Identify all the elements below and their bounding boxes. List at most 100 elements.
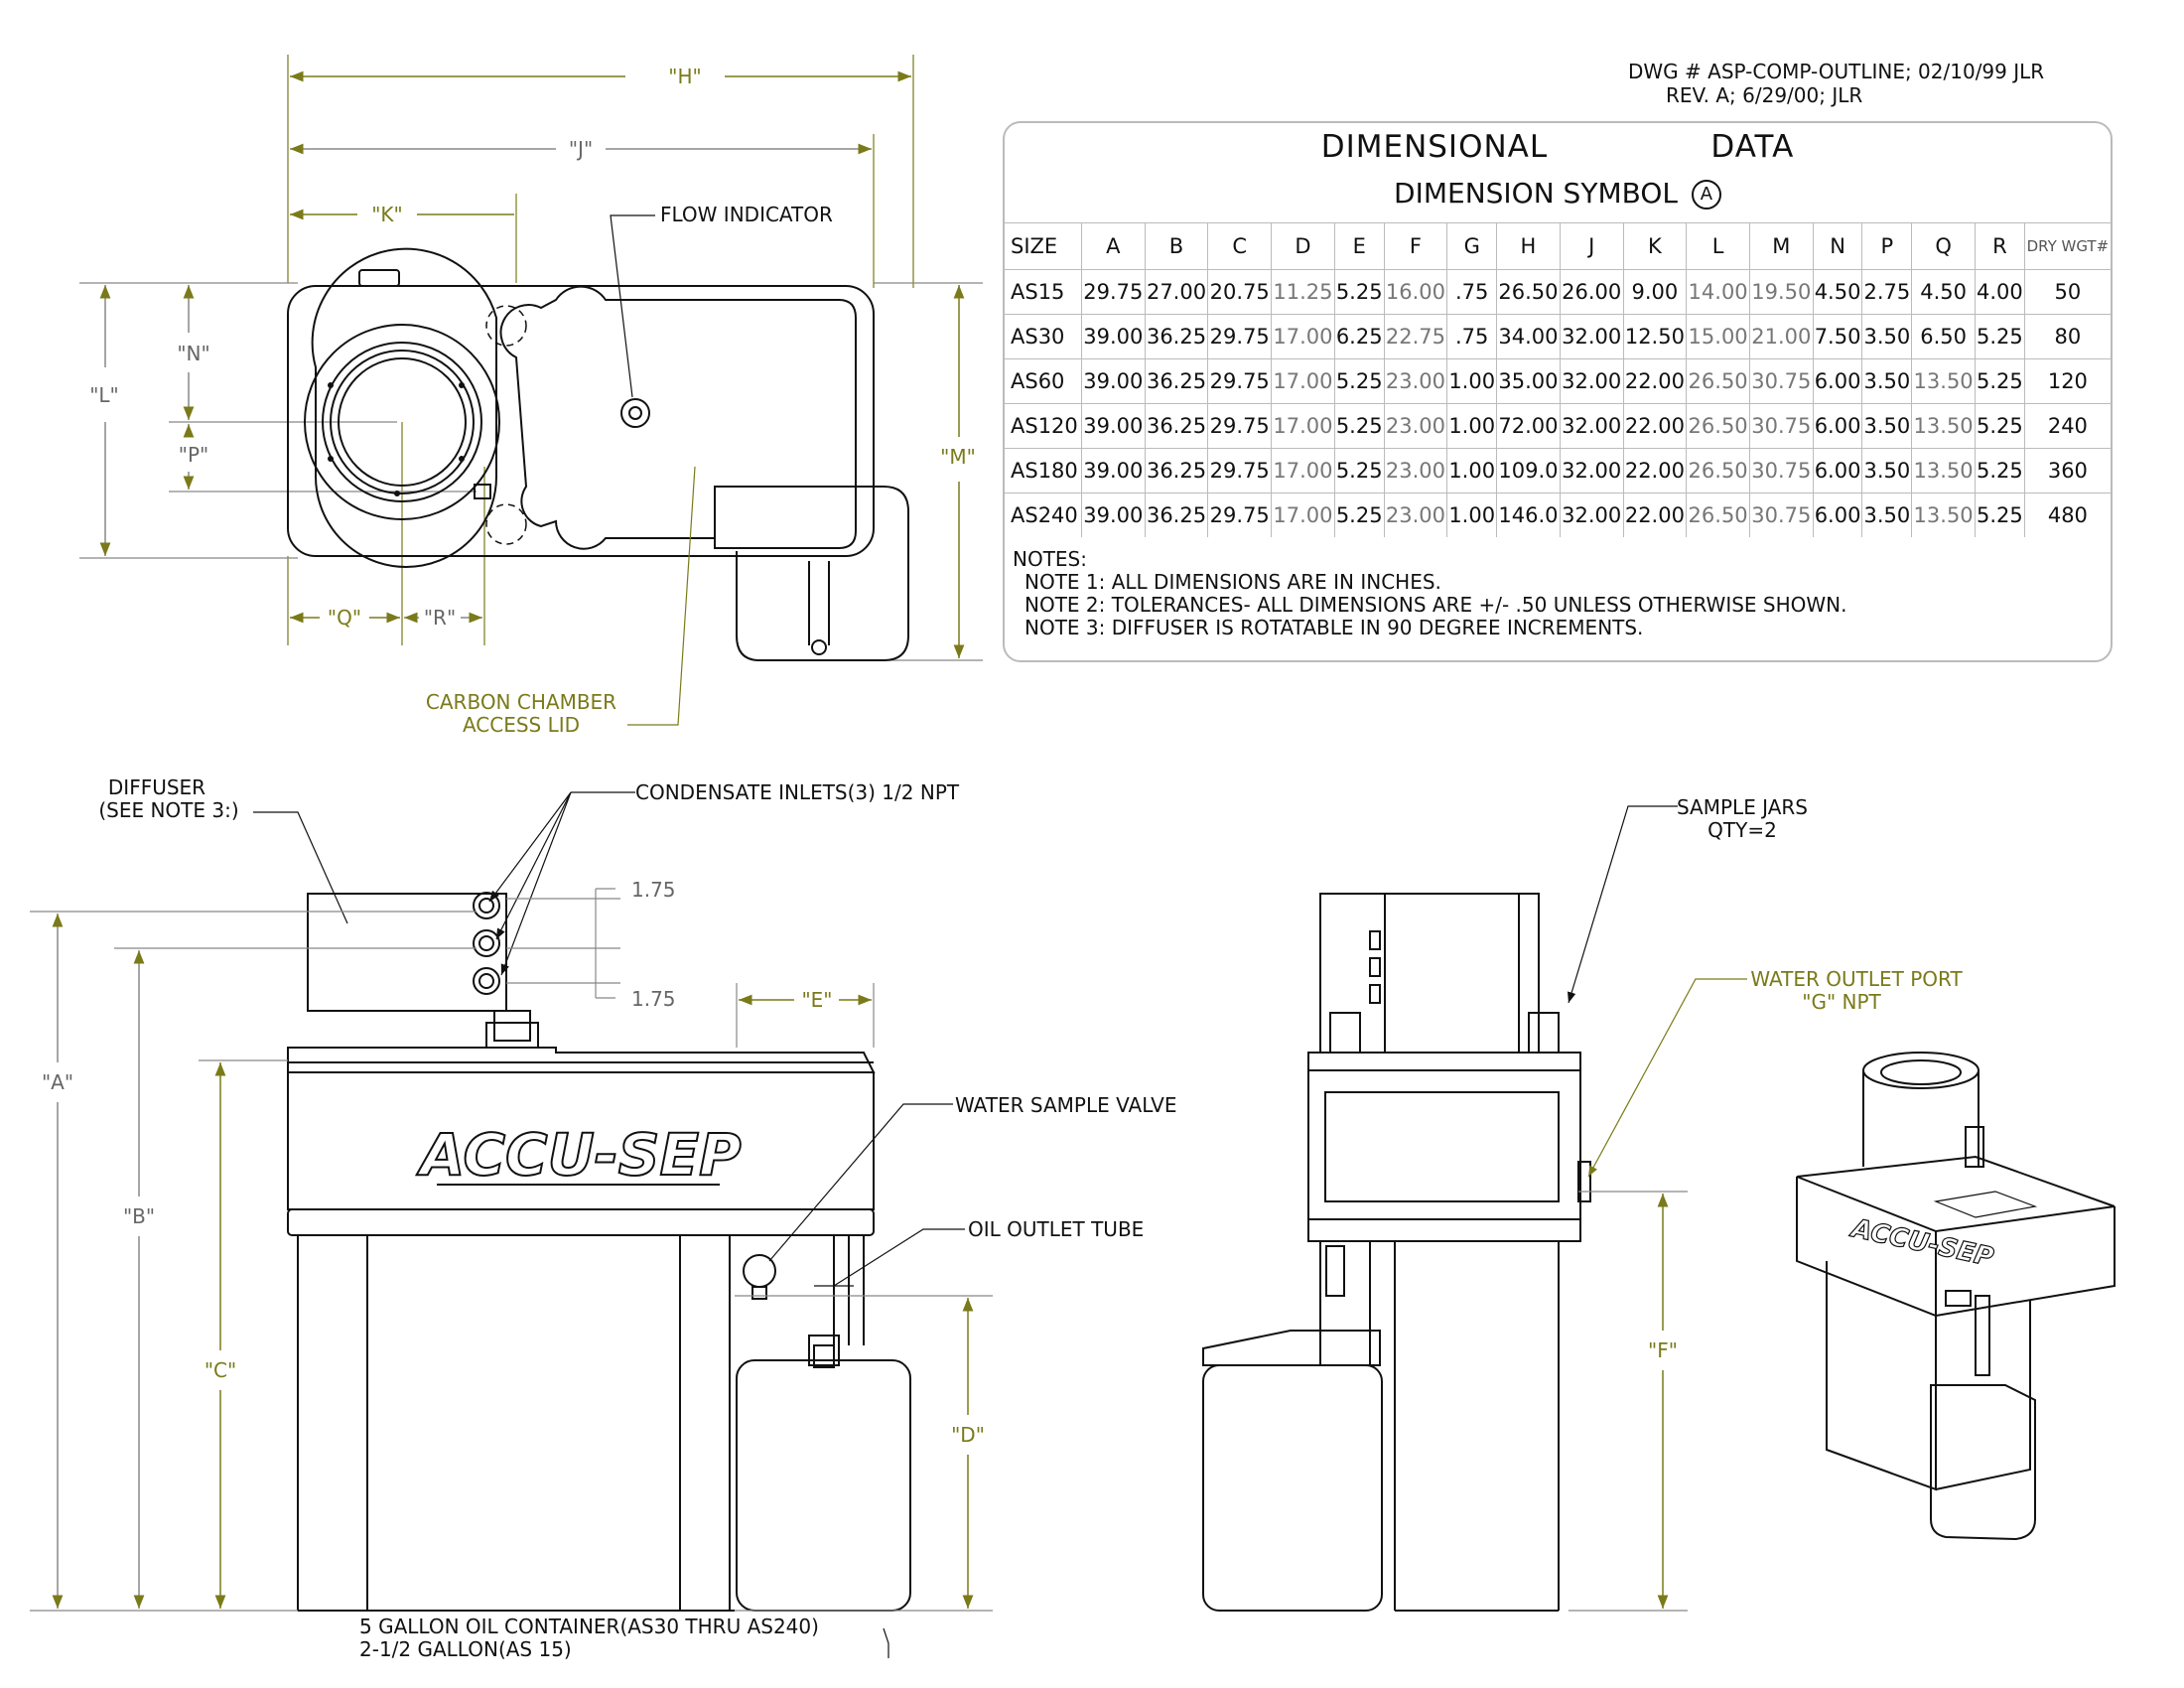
water-outlet-npt-label: "G" NPT bbox=[1802, 990, 1881, 1014]
table-cell: 26.50 bbox=[1686, 358, 1750, 404]
table-cell: 39.00 bbox=[1080, 403, 1146, 449]
table-cell: 39.00 bbox=[1080, 448, 1146, 493]
table-cell: 22.00 bbox=[1622, 403, 1687, 449]
table-cell: 32.00 bbox=[1559, 448, 1624, 493]
dim-n-label: "N" bbox=[177, 342, 209, 365]
table-cell: 4.00 bbox=[1974, 269, 2025, 315]
column-header: R bbox=[1974, 222, 2025, 270]
table-cell: 5.25 bbox=[1333, 448, 1385, 493]
table-cell: 32.00 bbox=[1559, 314, 1624, 359]
table-cell: 29.75 bbox=[1207, 314, 1272, 359]
isometric-view bbox=[1796, 1052, 2116, 1541]
sample-jars-qty-label: QTY=2 bbox=[1707, 818, 1777, 842]
column-header: L bbox=[1686, 222, 1750, 270]
column-header: J bbox=[1559, 222, 1624, 270]
container-label-line2: 2-1/2 GALLON(AS 15) bbox=[359, 1637, 572, 1661]
top-view bbox=[79, 55, 983, 726]
table-cell: 29.75 bbox=[1207, 492, 1272, 537]
table-cell: 19.50 bbox=[1748, 269, 1814, 315]
table-cell: 22.00 bbox=[1622, 358, 1687, 404]
table-cell: 36.25 bbox=[1144, 358, 1208, 404]
table-cell: 3.50 bbox=[1861, 492, 1912, 537]
table-cell: 23.00 bbox=[1383, 403, 1447, 449]
table-cell: 23.00 bbox=[1383, 492, 1447, 537]
spacing-bottom-label: 1.75 bbox=[631, 987, 676, 1011]
table-cell: 22.00 bbox=[1622, 448, 1687, 493]
side-view bbox=[1202, 805, 1747, 1612]
table-cell: 5.25 bbox=[1974, 358, 2025, 404]
title-block: DWG # ASP-COMP-OUTLINE; 02/10/99 JLR REV… bbox=[1628, 60, 2044, 107]
dim-p-label: "P" bbox=[179, 443, 208, 467]
table-cell: 5.25 bbox=[1974, 314, 2025, 359]
drawing-number: DWG # ASP-COMP-OUTLINE; 02/10/99 JLR bbox=[1628, 60, 2045, 83]
table-cell: 5.25 bbox=[1333, 403, 1385, 449]
column-header: DRY WGT# bbox=[2023, 222, 2111, 270]
diffuser-label: DIFFUSER bbox=[108, 775, 205, 799]
table-cell: 30.75 bbox=[1748, 448, 1814, 493]
table-cell: AS15 bbox=[1005, 269, 1082, 315]
condensate-inlets-label: CONDENSATE INLETS(3) 1/2 NPT bbox=[635, 780, 960, 804]
table-cell: 26.50 bbox=[1686, 403, 1750, 449]
revision-line: REV. A; 6/29/00; JLR bbox=[1666, 83, 1863, 107]
table-cell: 15.00 bbox=[1686, 314, 1750, 359]
table-cell: 4.50 bbox=[1812, 269, 1862, 315]
table-cell: AS60 bbox=[1005, 358, 1082, 404]
table-cell: 146.0 bbox=[1496, 492, 1561, 537]
table-cell: 1.00 bbox=[1446, 403, 1497, 449]
table-cell: 2.75 bbox=[1861, 269, 1912, 315]
table-cell: 16.00 bbox=[1383, 269, 1447, 315]
table-cell: 13.50 bbox=[1911, 358, 1976, 404]
table-cell: 20.75 bbox=[1207, 269, 1272, 315]
column-header: H bbox=[1496, 222, 1561, 270]
dim-m-label: "M" bbox=[940, 445, 976, 469]
water-sample-valve-label: WATER SAMPLE VALVE bbox=[955, 1093, 1176, 1117]
note-3: NOTE 3: DIFFUSER IS ROTATABLE IN 90 DEGR… bbox=[1024, 616, 1644, 639]
oil-outlet-tube-label: OIL OUTLET TUBE bbox=[968, 1217, 1144, 1241]
column-header: G bbox=[1446, 222, 1497, 270]
notes-block: NOTES: NOTE 1: ALL DIMENSIONS ARE IN INC… bbox=[1013, 548, 1847, 639]
table-cell: 109.0 bbox=[1496, 448, 1561, 493]
table-cell: 29.75 bbox=[1207, 403, 1272, 449]
dim-a-label: "A" bbox=[42, 1070, 73, 1094]
table-cell: AS120 bbox=[1005, 403, 1082, 449]
table-cell: 6.00 bbox=[1812, 358, 1862, 404]
water-outlet-port-label: WATER OUTLET PORT bbox=[1750, 967, 1963, 991]
column-header: K bbox=[1622, 222, 1687, 270]
table-cell: AS240 bbox=[1005, 492, 1082, 537]
sample-jars-label: SAMPLE JARS bbox=[1677, 795, 1808, 819]
dimension-symbol-circle: A bbox=[1691, 180, 1721, 210]
table-cell: 29.75 bbox=[1080, 269, 1146, 315]
table-cell: 21.00 bbox=[1748, 314, 1814, 359]
access-lid-label: ACCESS LID bbox=[463, 713, 580, 737]
dim-l-label: "L" bbox=[89, 383, 119, 407]
column-header: M bbox=[1748, 222, 1814, 270]
table-cell: 29.75 bbox=[1207, 448, 1272, 493]
table-cell: AS180 bbox=[1005, 448, 1082, 493]
table-cell: 5.25 bbox=[1333, 358, 1385, 404]
table-cell: 34.00 bbox=[1496, 314, 1561, 359]
dim-h-label: "H" bbox=[668, 65, 701, 88]
table-cell: 36.25 bbox=[1144, 492, 1208, 537]
flow-indicator-label: FLOW INDICATOR bbox=[660, 203, 833, 226]
dim-k-label: "K" bbox=[371, 203, 403, 226]
table-cell: 3.50 bbox=[1861, 403, 1912, 449]
table-cell: 36.25 bbox=[1144, 403, 1208, 449]
notes-heading: NOTES: bbox=[1013, 547, 1087, 571]
column-header: P bbox=[1861, 222, 1912, 270]
table-cell: 26.00 bbox=[1559, 269, 1624, 315]
table-cell: 1.00 bbox=[1446, 448, 1497, 493]
table-cell: 3.50 bbox=[1861, 314, 1912, 359]
table-cell: 3.50 bbox=[1861, 358, 1912, 404]
table-cell: AS30 bbox=[1005, 314, 1082, 359]
table-cell: 39.00 bbox=[1080, 492, 1146, 537]
table-cell: 7.50 bbox=[1812, 314, 1862, 359]
